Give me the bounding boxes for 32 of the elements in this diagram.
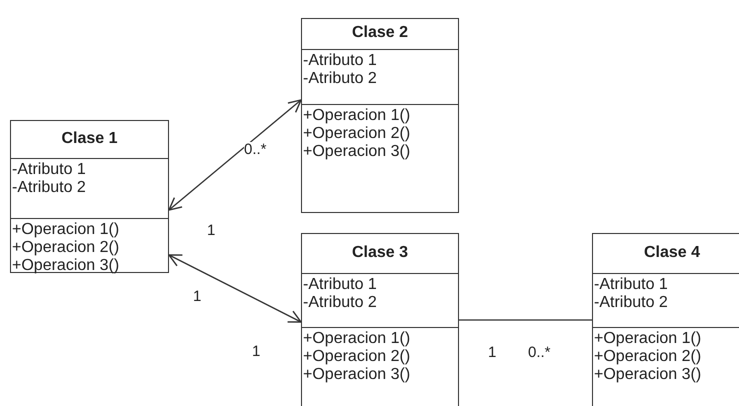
- member-text: +Operacion 2(): [303, 125, 410, 143]
- class-compartment: [11, 218, 168, 274]
- association-arrow: [168, 254, 302, 323]
- member-text: +Operacion 1(): [12, 221, 120, 239]
- member-text: -Atributo 1: [303, 52, 377, 70]
- class-box: [592, 233, 739, 406]
- association-arrow: [168, 99, 302, 211]
- class-box: [10, 120, 169, 273]
- member-text: -Atributo 2: [12, 179, 86, 197]
- class-box: [301, 18, 459, 213]
- member-text: +Operacion 2(): [12, 239, 120, 257]
- member-text: +Operacion 3(): [303, 366, 410, 384]
- class-name: Clase 4: [642, 243, 702, 263]
- member-text: +Operacion 3(): [594, 366, 702, 384]
- member-text: -Atributo 1: [12, 161, 86, 179]
- member-text: +Operacion 3(): [12, 257, 120, 275]
- association-line: [459, 319, 592, 321]
- member-text: +Operacion 1(): [594, 330, 702, 348]
- member-text: -Atributo 2: [303, 70, 377, 88]
- member-text: +Operacion 2(): [303, 348, 410, 366]
- class-name: Clase 1: [60, 129, 119, 149]
- member-text: -Atributo 2: [303, 294, 377, 312]
- member-text: +Operacion 1(): [303, 330, 410, 348]
- member-text: -Atributo 2: [594, 294, 668, 312]
- class-box: [301, 233, 459, 406]
- member-text: -Atributo 1: [303, 276, 377, 294]
- member-text: +Operacion 3(): [303, 143, 410, 161]
- member-text: -Atributo 1: [594, 276, 668, 294]
- member-text: +Operacion 2(): [594, 348, 702, 366]
- member-text: +Operacion 1(): [303, 107, 410, 125]
- class-name: Clase 2: [350, 23, 410, 43]
- class-name: Clase 3: [350, 243, 410, 263]
